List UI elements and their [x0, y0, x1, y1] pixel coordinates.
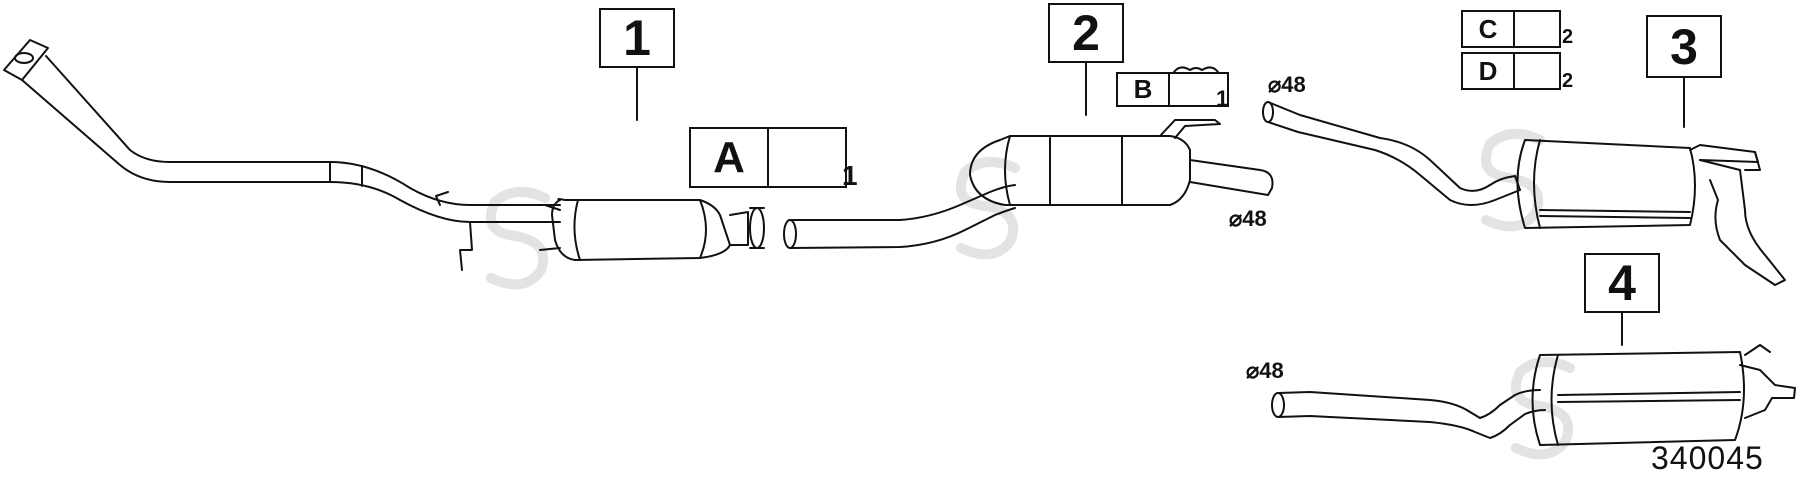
accessory-a-quantity: 1: [842, 160, 858, 191]
part-callout-3: 3: [1646, 15, 1722, 78]
watermark-letters: [486, 129, 1575, 460]
pipe-diameter-label-part2-inlet: ⌀48: [1229, 206, 1267, 231]
front-pipe-catalyst: [3, 39, 765, 271]
accessory-c-picture: [1515, 12, 1559, 46]
part-callout-2: 2: [1048, 3, 1124, 63]
accessory-d-picture: [1515, 54, 1559, 88]
accessory-d-letter: D: [1463, 54, 1515, 88]
pipe-diameter-label-part3: ⌀48: [1268, 72, 1306, 97]
part-callout-1: 1: [599, 8, 675, 68]
drawing-reference-number: 340045: [1651, 440, 1764, 476]
accessory-c-letter: C: [1463, 12, 1515, 46]
accessory-b-quantity: 1: [1216, 86, 1229, 111]
accessory-a: A: [689, 127, 847, 188]
accessory-a-letter: A: [691, 129, 769, 186]
accessory-d: D: [1461, 52, 1561, 90]
accessory-c-quantity: 2: [1562, 26, 1574, 48]
part-callout-4: 4: [1584, 253, 1660, 313]
pipe-diameter-label-part4: ⌀48: [1246, 358, 1284, 383]
accessory-a-picture: [769, 129, 845, 186]
accessory-b-letter: B: [1118, 74, 1170, 105]
rear-pipe-silencer-lower: [1271, 344, 1796, 446]
intermediate-pipe-silencer: [783, 119, 1274, 249]
accessory-c: C: [1461, 10, 1561, 48]
rear-pipe-silencer-upper: [1262, 101, 1786, 286]
accessory-d-quantity: 2: [1562, 70, 1574, 92]
leader-lines: [636, 61, 1685, 346]
accessory-b: B: [1116, 72, 1229, 107]
